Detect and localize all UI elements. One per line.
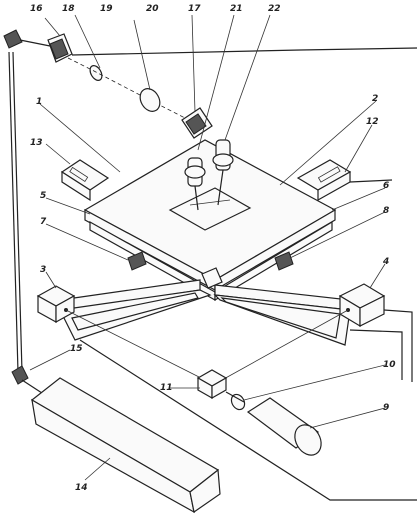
rail-left	[58, 279, 212, 341]
leader-lines	[29, 14, 386, 481]
cable-12	[349, 179, 393, 183]
mirror-16	[3, 29, 23, 49]
label-16: 16	[30, 4, 43, 14]
rail-right	[213, 284, 351, 346]
slider-8	[274, 251, 294, 271]
label-9: 9	[383, 403, 389, 413]
label-3: 3	[40, 265, 46, 275]
label-4: 4	[382, 257, 389, 267]
cable-4	[383, 309, 413, 382]
label-1: 1	[36, 97, 42, 107]
label-7: 7	[40, 217, 47, 227]
label-13: 13	[30, 138, 43, 148]
label-17: 17	[188, 4, 201, 14]
cable-4b	[349, 329, 403, 380]
block-4	[338, 283, 386, 328]
block-3	[36, 285, 76, 324]
block-11	[196, 369, 228, 400]
label-11: 11	[160, 383, 173, 393]
label-20: 20	[146, 4, 159, 14]
beam-16-18	[19, 39, 51, 47]
label-21: 21	[230, 4, 243, 14]
guide-13	[60, 159, 110, 202]
label-15: 15	[70, 344, 83, 354]
lens-20	[139, 88, 161, 112]
slider-7	[127, 251, 147, 271]
bottom-cable	[79, 339, 417, 501]
coupling-10	[225, 391, 246, 411]
label-22: 22	[268, 4, 281, 14]
motor-9	[246, 397, 322, 456]
label-19: 19	[100, 4, 113, 14]
center-block	[201, 267, 223, 289]
line-3-11	[65, 309, 206, 381]
label-14: 14	[75, 483, 88, 493]
label-8: 8	[383, 206, 389, 216]
mirror-18	[47, 33, 73, 63]
label-10: 10	[383, 360, 396, 370]
label-2: 2	[372, 94, 378, 104]
laser-heads	[184, 139, 234, 211]
left-beam-path	[8, 51, 23, 373]
label-18: 18	[62, 4, 75, 14]
laser-14	[30, 377, 221, 514]
label-6: 6	[383, 181, 389, 191]
label-12: 12	[366, 117, 379, 127]
label-5: 5	[40, 191, 46, 201]
mirror-17	[181, 107, 213, 139]
mirror-15	[11, 365, 29, 385]
top-cable	[71, 47, 417, 56]
beam-18-17	[67, 57, 186, 119]
line-4-11	[221, 309, 349, 381]
lens-19	[89, 65, 103, 81]
